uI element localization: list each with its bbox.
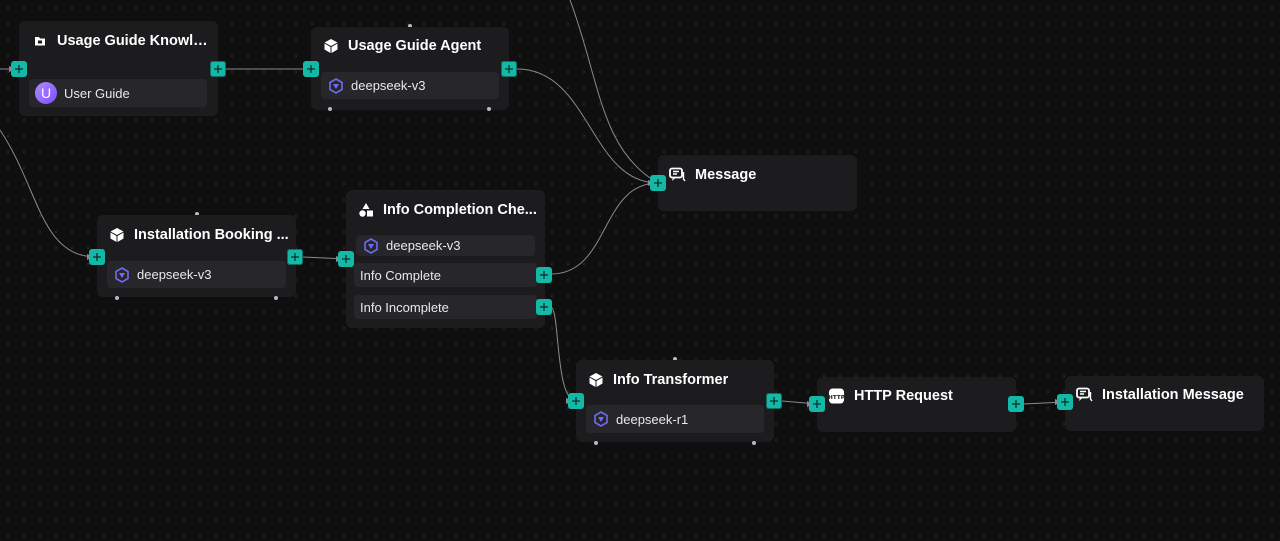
model-row[interactable]: deepseek-r1 <box>586 405 764 433</box>
node-installation-booking[interactable]: Installation Booking ... deepseek-v3 <box>97 215 296 297</box>
model-label: deepseek-r1 <box>616 411 689 427</box>
node-http-request[interactable]: HTTP HTTP Request <box>817 377 1016 432</box>
node-usage-guide-agent[interactable]: Usage Guide Agent deepseek-v3 <box>311 27 509 110</box>
input-port[interactable] <box>338 251 354 267</box>
handle-dot[interactable] <box>274 296 278 300</box>
node-title-label: Installation Booking ... <box>134 226 289 243</box>
handle-dot[interactable] <box>408 24 412 28</box>
branch-info-incomplete[interactable]: Info Incomplete <box>354 295 537 319</box>
model-icon <box>592 411 609 428</box>
branch-label: Info Incomplete <box>360 299 449 315</box>
model-icon <box>113 266 130 283</box>
model-icon <box>327 77 344 94</box>
handle-dot[interactable] <box>752 441 756 445</box>
input-port[interactable] <box>809 396 825 412</box>
input-port[interactable] <box>303 61 319 77</box>
input-port[interactable] <box>650 175 666 191</box>
output-port-info-complete[interactable] <box>536 267 552 283</box>
node-title: Installation Booking ... <box>108 226 291 243</box>
node-info-completion-check[interactable]: Info Completion Che... deepseek-v3 Info … <box>346 190 545 328</box>
input-port[interactable] <box>1057 394 1073 410</box>
node-message[interactable]: Message <box>658 155 857 211</box>
chat-icon <box>1076 386 1093 403</box>
cube-icon <box>108 226 125 243</box>
model-label: deepseek-v3 <box>351 78 426 93</box>
output-port[interactable] <box>501 61 517 77</box>
wire-offscreen-to-booking <box>0 129 98 258</box>
wire-check-to-message <box>550 182 659 275</box>
node-title: HTTP HTTP Request <box>828 387 1010 404</box>
input-port[interactable] <box>568 393 584 409</box>
shapes-icon <box>357 201 374 218</box>
node-title: Installation Message <box>1076 386 1258 403</box>
wire-incomplete-to-transformer <box>550 306 577 402</box>
node-title: Usage Guide Knowle... <box>31 32 213 49</box>
node-title-label: Installation Message <box>1102 386 1244 403</box>
handle-dot[interactable] <box>115 296 119 300</box>
avatar: U <box>35 82 57 104</box>
output-port[interactable] <box>766 393 782 409</box>
node-title: Info Transformer <box>587 371 769 388</box>
node-info-transformer[interactable]: Info Transformer deepseek-r1 <box>576 360 774 442</box>
handle-dot[interactable] <box>673 357 677 361</box>
handle-dot[interactable] <box>594 441 598 445</box>
model-icon <box>362 237 379 254</box>
output-port[interactable] <box>210 61 226 77</box>
folder-icon <box>31 32 48 49</box>
node-title-label: Info Transformer <box>613 371 729 388</box>
model-row[interactable]: deepseek-v3 <box>356 235 535 256</box>
node-title: Info Completion Che... <box>357 201 540 218</box>
handle-dot[interactable] <box>328 107 332 111</box>
node-title-label: Usage Guide Knowle... <box>57 32 213 49</box>
branch-label: Info Complete <box>360 267 441 283</box>
handle-dot[interactable] <box>195 212 199 216</box>
model-label: deepseek-v3 <box>137 267 212 282</box>
output-port[interactable] <box>287 249 303 265</box>
node-title-label: Usage Guide Agent <box>348 37 482 54</box>
model-label: deepseek-v3 <box>386 238 461 253</box>
chat-icon <box>669 166 686 183</box>
knowledge-row-user-guide[interactable]: U User Guide <box>29 79 207 107</box>
branch-info-complete[interactable]: Info Complete <box>354 263 537 287</box>
cube-icon <box>322 37 339 54</box>
node-installation-message[interactable]: Installation Message <box>1065 376 1264 431</box>
node-title-label: Message <box>695 166 757 183</box>
knowledge-label: User Guide <box>64 85 130 101</box>
node-title: Usage Guide Agent <box>322 37 502 54</box>
handle-dot[interactable] <box>487 107 491 111</box>
input-port[interactable] <box>89 249 105 265</box>
wire-offscreen-to-message <box>569 0 659 184</box>
node-usage-guide-knowledge[interactable]: Usage Guide Knowle... U User Guide <box>19 21 218 116</box>
http-icon: HTTP <box>828 387 845 404</box>
cube-icon <box>587 371 604 388</box>
model-row[interactable]: deepseek-v3 <box>107 261 286 288</box>
node-title: Message <box>669 166 849 183</box>
model-row[interactable]: deepseek-v3 <box>321 72 499 99</box>
node-title-label: HTTP Request <box>854 387 953 404</box>
output-port[interactable] <box>1008 396 1024 412</box>
svg-text:HTTP: HTTP <box>828 394 845 400</box>
wire-agent-to-message <box>516 68 659 184</box>
output-port-info-incomplete[interactable] <box>536 299 552 315</box>
node-title-label: Info Completion Che... <box>383 201 537 218</box>
input-port[interactable] <box>11 61 27 77</box>
